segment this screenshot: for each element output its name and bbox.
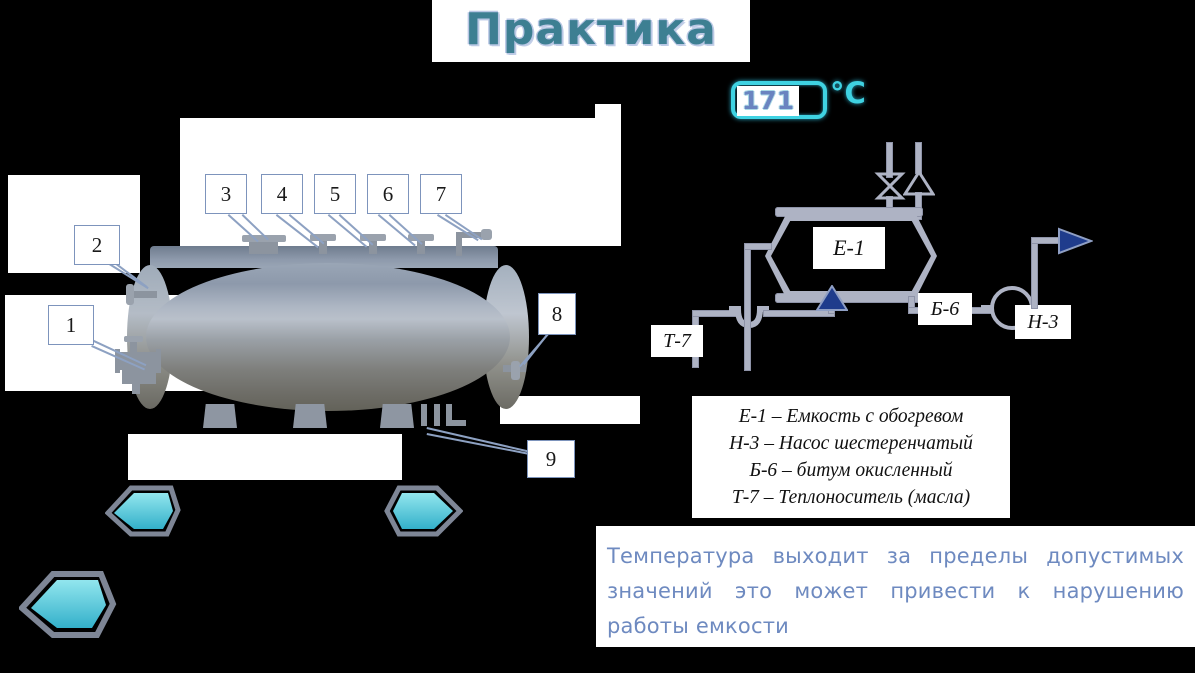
tank-bottom-left-flange-b <box>156 349 161 373</box>
tank-nozzle-5 <box>369 240 377 254</box>
legend-item-e1: Е-1 – Емкость с обогревом <box>738 406 964 427</box>
legend-item-h3: Н-3 – Насос шестеренчатый <box>729 433 973 454</box>
legend-item-t7: Т-7 – Теплоноситель (масла) <box>731 487 971 508</box>
plate-right-of-tank <box>500 396 640 424</box>
tank-nozzle-7-flange <box>481 229 492 240</box>
temperature-value-backplate <box>737 86 799 116</box>
leader-line-9a <box>426 427 529 452</box>
temperature-frame <box>731 81 827 119</box>
t7-tag: Т-7 <box>651 325 703 357</box>
callout-box-9[interactable]: 9 <box>527 440 575 478</box>
t7-to-inlet-arrow-run <box>763 310 835 317</box>
callout-box-2[interactable]: 2 <box>74 225 120 265</box>
decor-arrow-left-upper <box>105 485 181 537</box>
b6-outlet-drop <box>908 296 915 314</box>
tank-nozzle-4 <box>319 240 327 254</box>
temperature-unit: °C <box>830 76 866 110</box>
tank-side-nozzle-upper <box>131 291 157 298</box>
callout-box-6[interactable]: 6 <box>367 174 409 214</box>
warning-panel: Температура выходит за пределы допустимы… <box>596 526 1195 647</box>
tank-saddle-3 <box>380 404 414 428</box>
pump-discharge-riser <box>1031 237 1038 309</box>
decor-arrow-right <box>384 485 463 537</box>
tank-bottom-drain-elbow <box>446 404 452 426</box>
tank-nozzle-6-flange <box>408 234 434 241</box>
leader-line-9b <box>426 433 532 455</box>
vessel-jacket-bottom <box>775 293 923 303</box>
warning-text: Температура выходит за пределы допустимы… <box>607 544 1184 638</box>
plate-title-strip <box>595 104 621 246</box>
temperature-indicator: 171 °C <box>731 76 866 123</box>
tank-bottom-left-handwheel <box>124 336 143 342</box>
callout-box-4[interactable]: 4 <box>261 174 303 214</box>
vessel-e1-tag: Е-1 <box>813 227 885 269</box>
tank-shell <box>146 263 510 411</box>
temperature-value: 171 <box>741 86 795 115</box>
tank-nozzle-7-riser <box>456 234 462 256</box>
vent-riser-right <box>915 142 922 174</box>
tank-bottom-left-flange-a <box>115 349 120 373</box>
jacket-return-vertical <box>744 243 751 371</box>
tank-nozzle-6 <box>417 240 425 254</box>
tank-bottom-drain-run <box>446 420 466 426</box>
pump-discharge-run <box>1031 237 1063 244</box>
tank-bottom-drain-stub-b <box>434 404 440 426</box>
pump-h3-tag: Н-3 <box>1015 305 1071 339</box>
tank-bottom-drain-stub-a <box>421 404 427 426</box>
b6-tag: Б-6 <box>918 293 972 325</box>
t7-inlet-horizontal <box>692 310 740 317</box>
legend-panel: Е-1 – Емкость с обогревом Н-3 – Насос ше… <box>692 396 1010 518</box>
valve-triangle-icon <box>903 170 935 196</box>
tank-nozzle-manway-flange <box>242 235 286 242</box>
tank-side-nozzle-right-flange <box>511 361 520 380</box>
decor-arrow-left-lower <box>19 571 117 638</box>
callout-box-5[interactable]: 5 <box>314 174 356 214</box>
tank-side-nozzle-upper-flange <box>126 284 134 305</box>
tank-top-deck <box>150 246 498 268</box>
plate-bottom-left <box>128 434 402 480</box>
tank-nozzle-5-flange <box>360 234 386 241</box>
title-plate <box>432 0 750 62</box>
tank-saddle-1 <box>203 404 237 428</box>
inlet-flow-arrow-icon <box>816 285 848 311</box>
discharge-flow-arrow-icon <box>1058 227 1093 255</box>
page-title: Практика <box>465 4 717 55</box>
tank-nozzle-4-flange <box>310 234 336 241</box>
vessel-jacket-top <box>775 207 923 217</box>
callout-box-1[interactable]: 1 <box>48 305 94 345</box>
tank-bottom-left-drain-stub <box>132 382 140 394</box>
callout-box-7[interactable]: 7 <box>420 174 462 214</box>
tank-nozzle-manway <box>249 240 278 254</box>
tank-bottom-left-stem <box>130 340 137 354</box>
vent-riser-left <box>886 142 893 178</box>
vent-riser-right-lower <box>915 192 922 220</box>
valve-bowtie-icon <box>874 172 906 200</box>
legend-item-b6: Б-6 – битум окисленный <box>749 460 953 481</box>
jacket-return-to-vessel <box>744 243 772 250</box>
tank-saddle-2 <box>293 404 327 428</box>
tank-bottom-left-drain <box>122 370 156 384</box>
callout-box-3[interactable]: 3 <box>205 174 247 214</box>
callout-box-8[interactable]: 8 <box>538 293 576 335</box>
